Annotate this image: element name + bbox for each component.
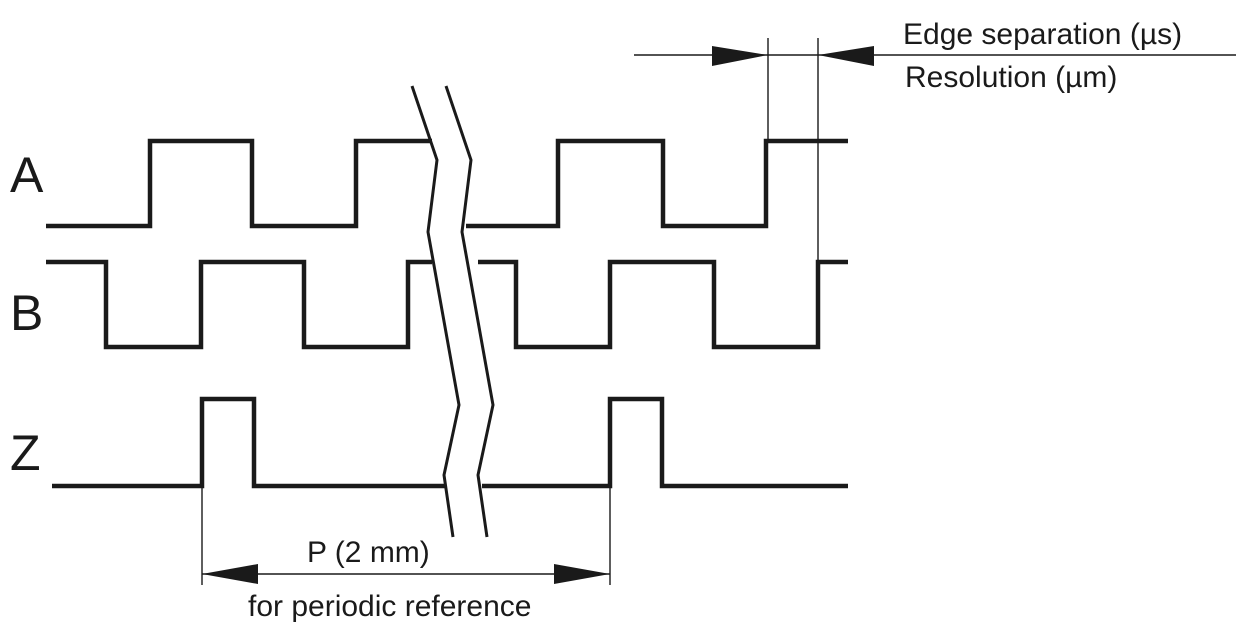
channel-b-waveform-left [46,259,432,350]
break-line-right [444,85,495,538]
period-label: P (2 mm) [307,536,430,569]
period-arrow-left [202,564,258,584]
edge-separation-label: Edge separation (µs) [903,18,1182,51]
break-line-left [410,85,461,538]
channel-a-waveform-right [466,138,848,229]
channel-a-waveform-left [46,138,432,229]
resolution-label: Resolution (µm) [905,61,1117,94]
channel-z-label: Z [10,425,41,481]
channel-b-label: B [10,285,43,341]
channel-b-waveform-right [478,259,848,350]
period-arrow-right [554,564,610,584]
edge-arrow-right [712,46,768,66]
period-caption: for periodic reference [248,590,531,623]
channel-a-label: A [10,147,44,203]
edge-arrow-left [818,46,874,66]
channel-z-waveform-right [482,396,848,489]
channel-z-waveform-left [52,396,446,489]
